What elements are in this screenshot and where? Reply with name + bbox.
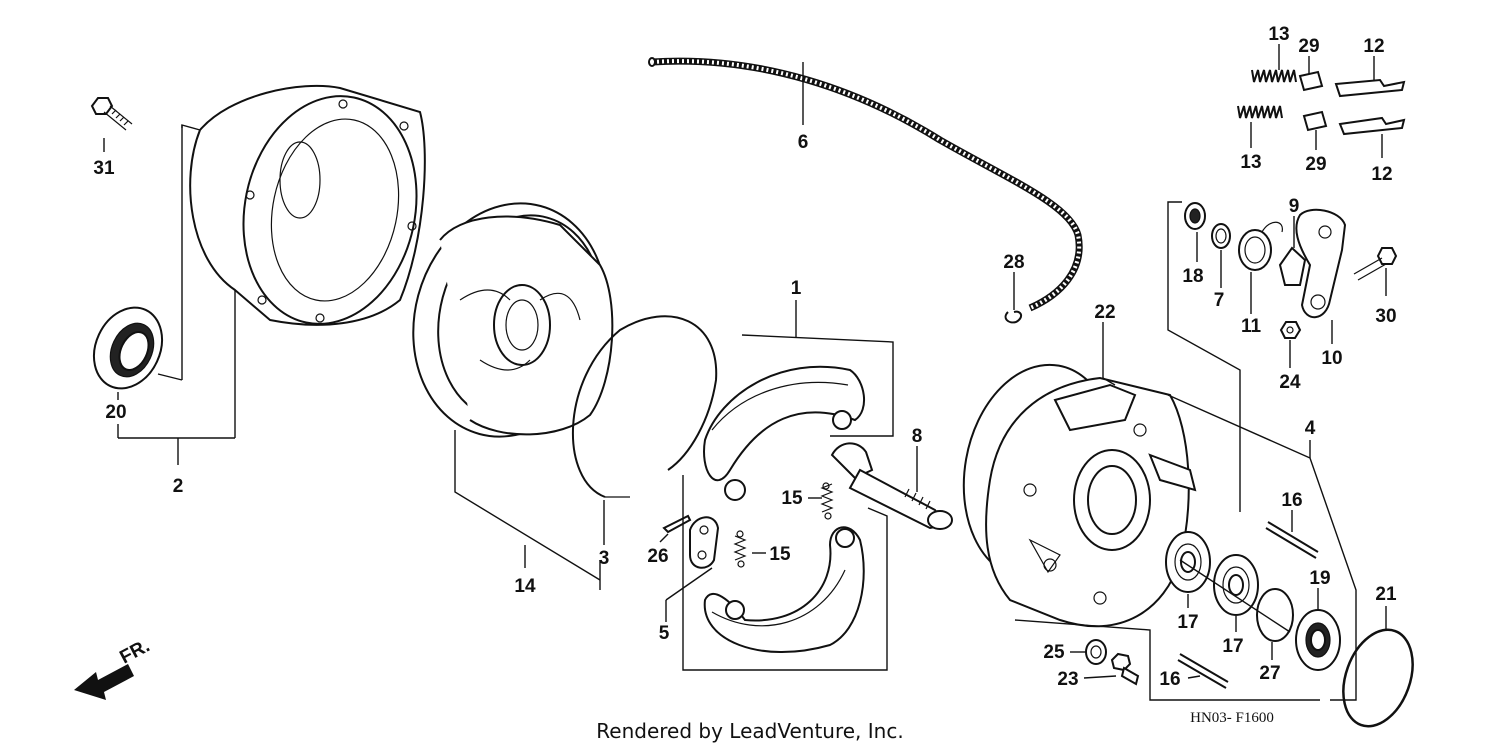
callout-2: 2 xyxy=(173,476,184,497)
callout-20: 20 xyxy=(105,402,126,423)
credit-text: Rendered by LeadVenture, Inc. xyxy=(596,719,903,743)
part-pin-26 xyxy=(662,514,692,534)
callout-26: 26 xyxy=(647,546,668,567)
callout-11: 11 xyxy=(1241,316,1262,337)
part-spring-13-upper xyxy=(1251,69,1297,83)
callout-4: 4 xyxy=(1305,418,1316,439)
part-seal-18 xyxy=(1184,202,1206,230)
part-spring-ring-3 xyxy=(572,315,718,498)
callout-6: 6 xyxy=(798,132,809,153)
part-o-ring-21 xyxy=(1342,628,1414,728)
diagram-code: HN03- F1600 xyxy=(1190,710,1274,726)
part-spring-13-lower xyxy=(1237,105,1283,119)
part-nut-24 xyxy=(1279,321,1302,339)
part-circlip-27 xyxy=(1256,588,1294,642)
part-brake-drum-14 xyxy=(412,202,614,438)
callout-16-lower: 16 xyxy=(1159,669,1180,690)
callout-13-upper: 13 xyxy=(1268,24,1289,45)
callout-23: 23 xyxy=(1057,669,1078,690)
callout-9: 9 xyxy=(1289,196,1300,217)
leader-lines xyxy=(103,44,1387,701)
part-indicator-plate-9 xyxy=(1278,246,1307,286)
callout-7: 7 xyxy=(1214,290,1225,311)
part-washer-25 xyxy=(1085,639,1107,665)
part-pin-12-lower xyxy=(1338,116,1406,136)
part-stud-16-lower xyxy=(1177,653,1229,689)
part-pin-12-upper xyxy=(1334,78,1406,98)
part-brake-arm-10 xyxy=(1295,208,1347,319)
callout-13-lower: 13 xyxy=(1240,152,1261,173)
part-washer-7 xyxy=(1211,223,1231,249)
part-brake-panel-4 xyxy=(985,376,1197,628)
callout-29-upper: 29 xyxy=(1298,36,1319,57)
callout-12-upper: 12 xyxy=(1363,36,1384,57)
part-bolt-23 xyxy=(1110,652,1140,686)
callout-10: 10 xyxy=(1321,348,1342,369)
part-bearing-17-right xyxy=(1213,554,1259,616)
callout-25: 25 xyxy=(1043,642,1065,663)
part-collar-29-upper xyxy=(1298,70,1324,92)
callout-14: 14 xyxy=(514,576,536,597)
callout-27: 27 xyxy=(1259,663,1280,684)
callout-17-left: 17 xyxy=(1177,612,1198,633)
part-brake-shoe-upper-1 xyxy=(703,365,866,501)
part-spring-15-upper xyxy=(820,482,834,520)
callout-21: 21 xyxy=(1375,584,1397,605)
callout-30: 30 xyxy=(1375,306,1396,327)
part-cable-6 xyxy=(648,57,1083,312)
part-seal-19 xyxy=(1295,609,1341,671)
front-marker-text: FR. xyxy=(116,636,153,669)
callout-15-lower: 15 xyxy=(769,544,791,565)
part-oil-seal-20 xyxy=(92,306,164,390)
part-bolt-30 xyxy=(1353,247,1398,281)
part-collar-29-lower xyxy=(1302,110,1328,132)
callout-3: 3 xyxy=(599,548,610,569)
callout-22: 22 xyxy=(1094,302,1115,323)
callout-31: 31 xyxy=(93,158,115,179)
part-clip-28 xyxy=(1004,310,1022,324)
part-cam-shaft-8 xyxy=(830,442,953,530)
part-drum-cover-2 xyxy=(189,84,426,326)
part-bearing-17-left xyxy=(1165,531,1211,593)
callout-5: 5 xyxy=(659,623,670,644)
part-spring-11 xyxy=(1238,221,1283,271)
part-plate-5 xyxy=(689,516,720,569)
callout-labels: 1 2 3 4 5 6 7 8 9 10 11 12 12 13 13 14 1… xyxy=(93,24,1397,690)
callout-18: 18 xyxy=(1182,266,1203,287)
callout-17-right: 17 xyxy=(1222,636,1243,657)
front-arrow-icon xyxy=(74,664,134,700)
part-spring-15-lower xyxy=(733,530,747,568)
callout-15-upper: 15 xyxy=(781,488,803,509)
part-brake-shoe-lower xyxy=(703,526,865,653)
callout-1: 1 xyxy=(791,278,802,299)
callout-8: 8 xyxy=(912,426,923,447)
callout-19: 19 xyxy=(1309,568,1330,589)
part-bolt-31 xyxy=(90,97,133,131)
callout-12-lower: 12 xyxy=(1371,164,1392,185)
callout-28: 28 xyxy=(1003,252,1024,273)
callout-16-upper: 16 xyxy=(1281,490,1302,511)
callout-29-lower: 29 xyxy=(1305,154,1326,175)
part-stud-16-upper xyxy=(1265,521,1319,559)
callout-24: 24 xyxy=(1279,372,1301,393)
